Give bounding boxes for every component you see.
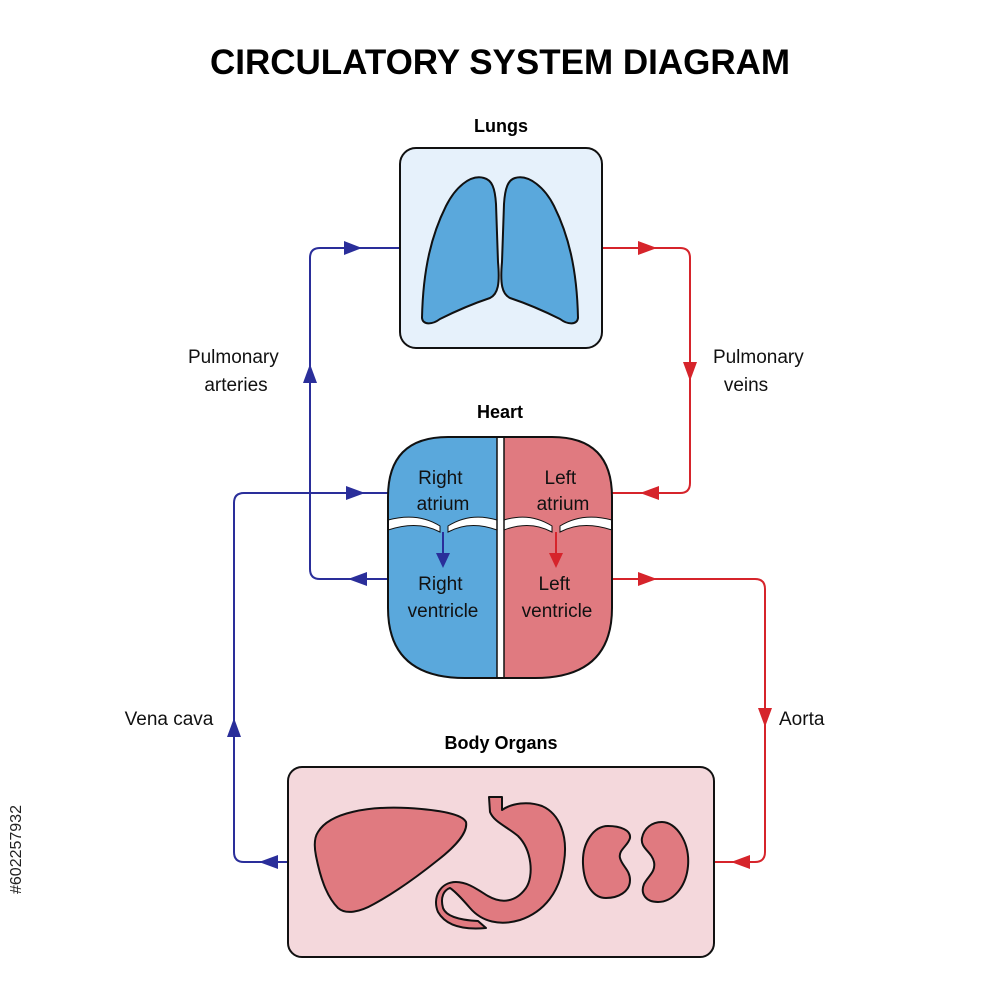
image-id-watermark: #602257932	[8, 805, 25, 894]
page-title: CIRCULATORY SYSTEM DIAGRAM	[210, 43, 790, 82]
tricuspid-valve-right	[447, 516, 498, 533]
liver-icon	[313, 806, 468, 913]
arrow-into-body-organs	[731, 855, 750, 869]
aorta-label: Aorta	[779, 709, 825, 730]
heart-heading: Heart	[477, 402, 523, 422]
arrow-vena-cava-up	[227, 718, 241, 737]
arrow-from-body-organs	[259, 855, 278, 869]
right-atrium-label: Right atrium	[417, 468, 470, 515]
blue-arrowheads	[227, 241, 367, 869]
arrow-right-atrium-to-ventricle	[436, 553, 450, 568]
arrow-into-lungs	[344, 241, 362, 255]
arrow-pulmonary-veins-down	[683, 362, 697, 381]
pulmonary-veins-line	[602, 247, 691, 494]
lungs-icon	[421, 176, 579, 325]
arrow-left-atrium-to-ventricle	[549, 553, 563, 568]
pulmonary-arteries-label: Pulmonary arteries	[188, 347, 284, 396]
tricuspid-valve	[388, 516, 441, 533]
right-ventricle-label: Right ventricle	[408, 574, 479, 622]
arrow-aorta-down	[758, 708, 772, 727]
heart-shape	[387, 436, 613, 679]
mitral-valve-right	[559, 516, 612, 533]
arrow-from-left-ventricle	[638, 572, 657, 586]
vena-cava-label: Vena cava	[125, 709, 214, 730]
lungs-heading: Lungs	[474, 116, 528, 136]
arrow-into-right-atrium	[346, 486, 365, 500]
arrow-pulmonary-arteries-up	[303, 364, 317, 383]
pulmonary-veins-label: Pulmonary veins	[713, 347, 809, 396]
arrow-into-left-atrium	[640, 486, 659, 500]
kidneys-icon	[581, 821, 690, 903]
pulmonary-arteries-line	[309, 247, 400, 580]
left-atrium-label: Left atrium	[537, 468, 590, 515]
stomach-icon	[435, 796, 566, 930]
arrow-from-right-ventricle	[348, 572, 367, 586]
vena-cava-line	[233, 492, 390, 863]
body-organs-heading: Body Organs	[444, 733, 557, 753]
left-ventricle-label: Left ventricle	[522, 574, 593, 622]
red-arrowheads	[638, 241, 772, 869]
mitral-valve-left	[503, 516, 553, 533]
arrow-from-lungs	[638, 241, 657, 255]
